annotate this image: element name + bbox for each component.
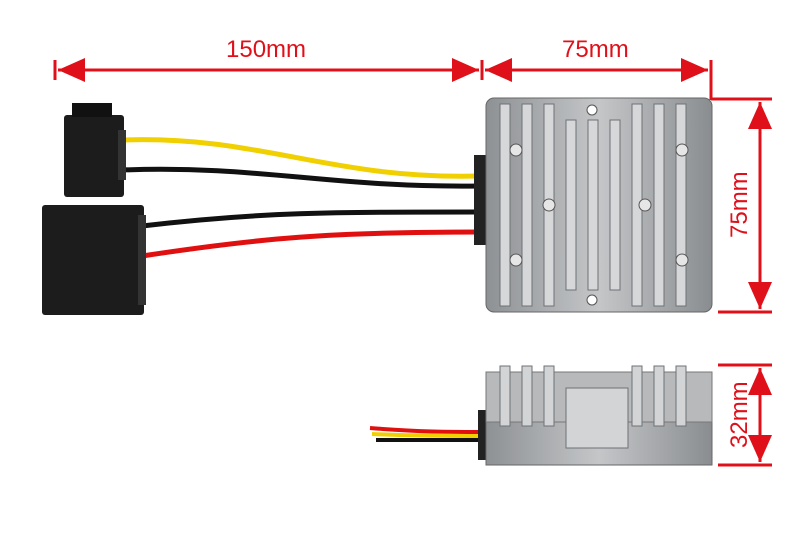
- wires-top: [119, 137, 483, 259]
- module-top-view: [474, 97, 713, 313]
- black-wire: [119, 166, 483, 189]
- dimension-lines: [53, 58, 772, 467]
- label-module-thickness: 32mm: [726, 381, 753, 448]
- yellow-wire: [119, 137, 483, 179]
- module-side-view: [369, 365, 713, 466]
- small-connector: [64, 103, 126, 197]
- large-connector: [42, 205, 146, 315]
- label-cable-length: 150mm: [226, 36, 307, 63]
- label-module-height: 75mm: [726, 171, 753, 238]
- black-wire-2: [139, 209, 483, 229]
- label-module-width: 75mm: [562, 36, 629, 63]
- red-wire: [139, 229, 483, 259]
